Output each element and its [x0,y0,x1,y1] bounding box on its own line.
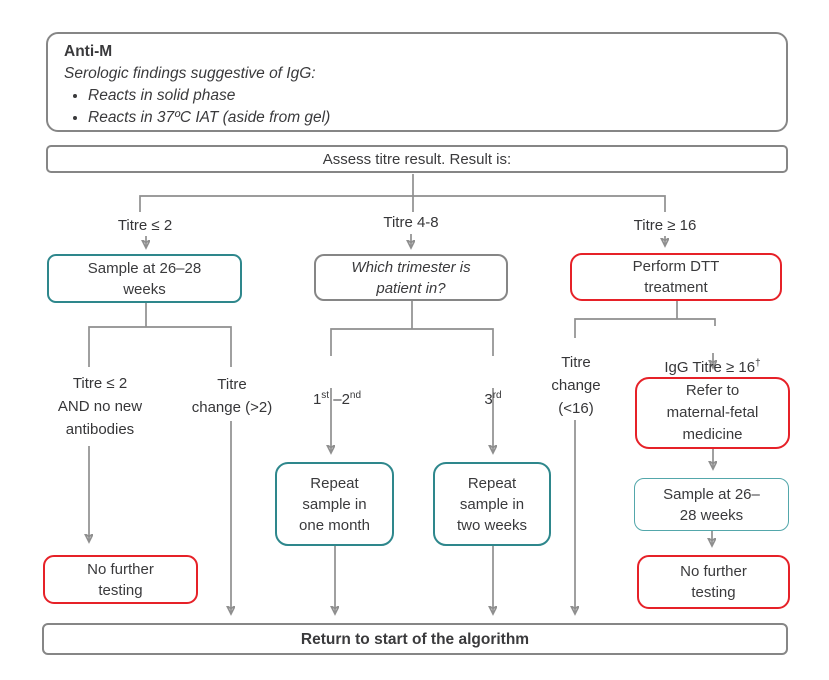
node-repeat-sample-two-weeks: Repeat sample in two weeks [433,462,551,546]
edge-label-igg-titre-ge-16: IgG Titre ≥ 16† [630,331,795,379]
line-sample-left-split [88,326,232,367]
assess-titre-box: Assess titre result. Result is: [46,145,788,173]
edge-label-trimester-1st-2nd: 1st –2nd [287,363,387,411]
return-to-start-box: Return to start of the algorithm [42,623,788,655]
left-branch-lines [89,303,231,614]
node-sample-26-28-weeks-right: Sample at 26– 28 weeks [634,478,789,531]
assess-branch-lines [139,174,666,248]
igg-titre-base: IgG Titre ≥ 16 [664,359,756,376]
header-bullet-list: Reacts in solid phase Reacts in 37ºC IAT… [88,85,330,129]
middle-branch-lines [331,301,493,614]
node-refer-maternal-fetal-medicine: Refer to maternal-fetal medicine [635,377,790,449]
header-bullet-1: Reacts in solid phase [88,85,330,107]
line-trimester-split [330,328,494,356]
node-perform-dtt-treatment: Perform DTT treatment [570,253,782,301]
node-no-further-testing-right: No further testing [637,555,790,609]
header-bullet-2: Reacts in 37ºC IAT (aside from gel) [88,107,330,129]
node-sample-26-28-weeks-left: Sample at 26–28 weeks [47,254,242,303]
node-repeat-sample-one-month: Repeat sample in one month [275,462,394,546]
trimester-1-base: 1 [312,391,322,408]
trimester-3-base: 3 [484,391,493,408]
branch-label-titre-ge-16: Titre ≥ 16 [633,217,697,234]
header-title: Anti-M [64,43,113,60]
right-branch-lines [575,301,715,614]
header-content: Anti-M Serologic findings suggestive of … [48,34,346,129]
line-dtt-split [574,318,716,338]
node-no-further-testing-left: No further testing [43,555,198,604]
trimester-3-sup: rd [492,390,502,401]
header-subtitle: Serologic findings suggestive of IgG: [64,65,316,82]
line-assess-split [139,195,666,212]
node-which-trimester: Which trimester is patient in? [314,254,508,301]
igg-titre-dagger: † [755,358,761,369]
edge-label-titre-change-gt2: Titre change (>2) [191,376,273,416]
trimester-1-sup: st [321,390,330,401]
edge-label-titre-change-lt16: Titre change (<16) [551,354,601,417]
trimester-2-base: –2 [329,391,350,408]
edge-label-titre-le2-no-new-antibodies: Titre ≤ 2 AND no new antibodies [57,375,143,438]
branch-label-titre-4-8: Titre 4-8 [383,214,439,231]
branch-label-titre-le-2: Titre ≤ 2 [117,217,173,234]
edge-label-trimester-3rd: 3rd [443,363,543,411]
header-box: Anti-M Serologic findings suggestive of … [46,32,788,132]
trimester-2-sup: nd [349,390,362,401]
